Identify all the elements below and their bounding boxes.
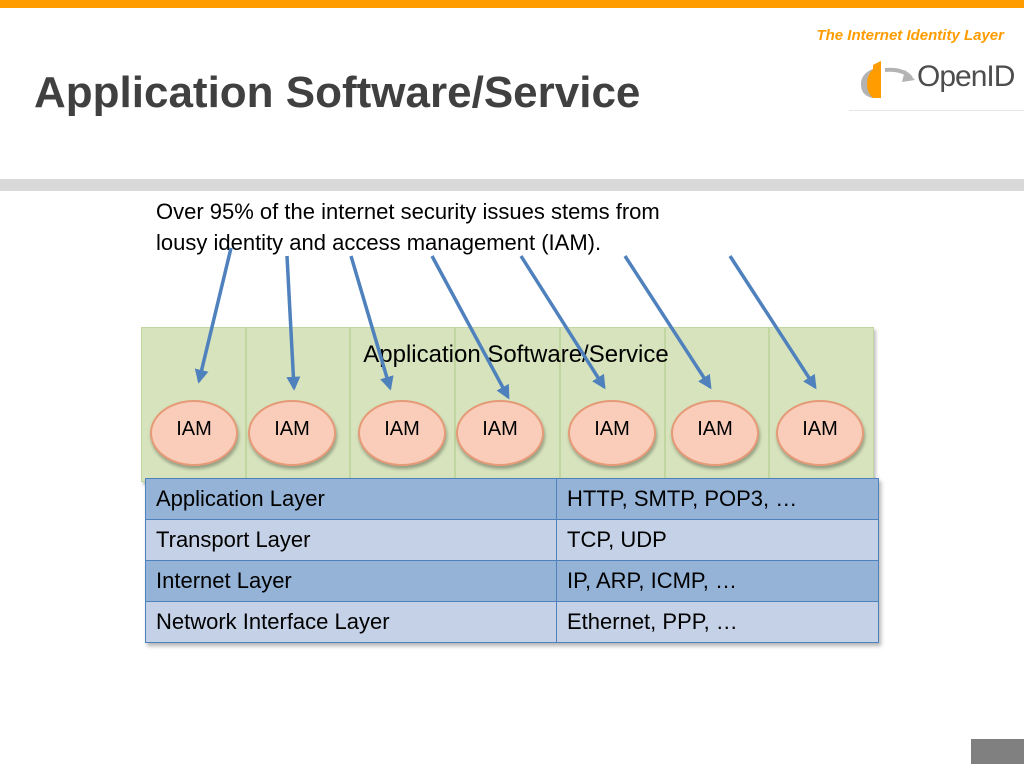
- iam-label: IAM: [274, 417, 310, 440]
- arrow: [728, 255, 817, 390]
- iam-node: IAM: [671, 400, 759, 466]
- iam-label: IAM: [482, 417, 518, 440]
- iam-node: IAM: [456, 400, 544, 466]
- arrow: [285, 255, 301, 391]
- layer-protocols: Ethernet, PPP, …: [556, 601, 879, 643]
- table-row: Network Interface Layer Ethernet, PPP, …: [145, 601, 879, 643]
- openid-logo-icon: [861, 61, 915, 98]
- tagline: The Internet Identity Layer: [816, 27, 1004, 44]
- iam-label: IAM: [594, 417, 630, 440]
- arrow: [519, 255, 606, 390]
- table-row: Internet Layer IP, ARP, ICMP, …: [145, 560, 879, 602]
- arrow: [349, 255, 394, 391]
- logo-text: OpenID: [917, 60, 1015, 93]
- iam-node: IAM: [568, 400, 656, 466]
- layer-protocols: TCP, UDP: [556, 519, 879, 561]
- protocol-layer-table: Application Layer HTTP, SMTP, POP3, … Tr…: [145, 478, 879, 643]
- application-label: Application Software/Service: [363, 341, 669, 368]
- table-row: Application Layer HTTP, SMTP, POP3, …: [145, 478, 879, 520]
- iam-label: IAM: [176, 417, 212, 440]
- iam-label: IAM: [802, 417, 838, 440]
- page-title: Application Software/Service: [34, 68, 641, 117]
- iam-label: IAM: [697, 417, 733, 440]
- iam-node: IAM: [150, 400, 238, 466]
- layer-name: Application Layer: [145, 478, 557, 520]
- arrow: [623, 255, 712, 390]
- arrow: [194, 247, 233, 384]
- callout-line-1: Over 95% of the internet security issues…: [156, 199, 660, 224]
- layer-name: Transport Layer: [145, 519, 557, 561]
- layer-name: Network Interface Layer: [145, 601, 557, 643]
- table-row: Transport Layer TCP, UDP: [145, 519, 879, 561]
- iam-node: IAM: [248, 400, 336, 466]
- layer-protocols: IP, ARP, ICMP, …: [556, 560, 879, 602]
- iam-label: IAM: [384, 417, 420, 440]
- iam-node: IAM: [358, 400, 446, 466]
- layer-name: Internet Layer: [145, 560, 557, 602]
- corner-decoration: [971, 739, 1024, 764]
- arrow: [430, 255, 510, 400]
- iam-node: IAM: [776, 400, 864, 466]
- openid-logo: OpenID: [849, 48, 1024, 111]
- top-accent-bar: [0, 0, 1024, 8]
- layer-protocols: HTTP, SMTP, POP3, …: [556, 478, 879, 520]
- title-divider: [0, 179, 1024, 191]
